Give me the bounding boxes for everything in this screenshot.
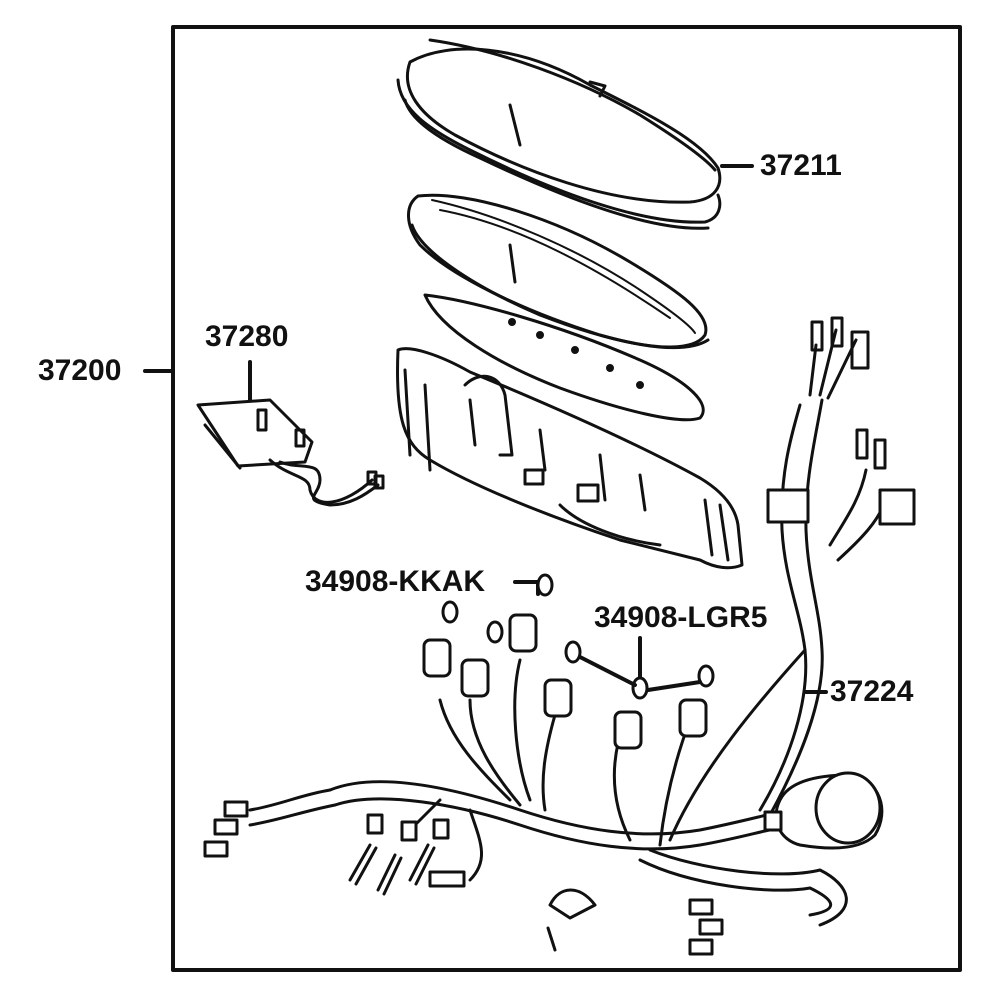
dial-face [423,293,705,422]
callout-label-34908-kkak: 34908-KKAK [305,565,486,598]
resistor-can [763,771,884,850]
control-module [196,398,385,507]
lens-cover [396,38,722,230]
bezel-ring [407,193,710,350]
bulb-sockets [422,613,708,750]
harness-upper [758,316,916,817]
callout-label-37224: 37224 [830,675,914,708]
callout-label-37280: 37280 [205,320,289,353]
callout-label-37211: 37211 [760,149,842,182]
bulbs [441,573,715,700]
callout-label-37200: 37200 [38,354,122,387]
assembly-frame [171,25,962,972]
instrument-housing [396,347,744,570]
harness-lower [203,648,848,927]
screws [348,813,724,956]
callout-label-34908-lgr5: 34908-LGR5 [594,601,768,634]
